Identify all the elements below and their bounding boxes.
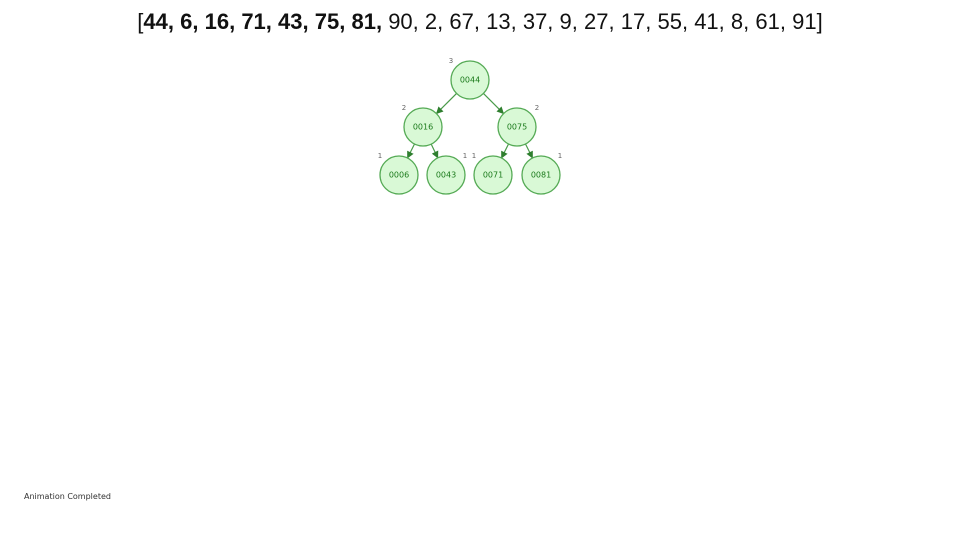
sequence-value-pending: 8, [730, 9, 750, 34]
sequence-value-pending: 9, [559, 9, 578, 34]
sequence-value-pending: 37, [522, 9, 554, 34]
sequence-value-inserted: 16, [204, 9, 236, 34]
tree-node-circle [497, 107, 537, 147]
tree-node: 0016 2 [402, 104, 443, 147]
sequence-value-inserted: 44, [143, 9, 174, 34]
tree-node-value: 0043 [436, 171, 456, 180]
tree-node-circle [379, 155, 419, 195]
sequence-value-inserted: 81, [351, 9, 383, 34]
tree-node-circle [403, 107, 443, 147]
tree-node-height: 2 [402, 104, 406, 112]
tree-node-height: 1 [463, 152, 467, 160]
tree-nodes: 0044 3 0016 2 0075 2 0006 1 0043 1 0071 1 0081 1 [378, 57, 562, 195]
tree-edge [430, 143, 439, 159]
tree-node-circle [450, 60, 490, 100]
sequence-value-inserted: 71, [241, 9, 272, 34]
tree-node-height: 3 [449, 57, 453, 65]
sequence-value-pending: 27, [584, 9, 615, 34]
tree-node-circle [426, 155, 466, 195]
sequence-value-inserted: 43, [278, 9, 309, 34]
tree-node-value: 0071 [483, 171, 503, 180]
tree-edge [406, 143, 416, 159]
tree-node-value: 0081 [531, 171, 551, 180]
sequence-value-pending: 90, [388, 9, 419, 34]
tree-node: 0043 1 [426, 152, 467, 195]
sequence-open-bracket: [ [137, 9, 144, 34]
tree-node: 0006 1 [378, 152, 419, 195]
tree-node-height: 1 [472, 152, 476, 160]
tree-node-value: 0016 [413, 123, 433, 132]
tree-node-value: 0075 [507, 123, 527, 132]
tree-node-height: 2 [535, 104, 539, 112]
tree-edge [500, 143, 510, 159]
tree-node: 0075 2 [497, 104, 539, 147]
tree-edge [435, 93, 457, 115]
tree-node: 0044 3 [449, 57, 490, 100]
insertion-sequence: [44, 6, 16, 71, 43, 75, 81, 90, 2, 67, 1… [0, 9, 960, 35]
tree-node-circle [521, 155, 561, 195]
status-text: Animation Completed [24, 492, 111, 501]
sequence-value-inserted: 75, [314, 9, 346, 34]
tree-node: 0071 1 [472, 152, 513, 195]
tree-node: 0081 1 [521, 152, 562, 195]
tree-edge [483, 93, 505, 115]
tree-node-height: 1 [378, 152, 382, 160]
sequence-close-bracket: ] [816, 9, 823, 34]
tree-edge [524, 143, 534, 159]
sequence-value-pending: 61, [755, 9, 786, 34]
sequence-value-pending: 13, [486, 9, 517, 34]
tree-node-circle [473, 155, 513, 195]
sequence-value-pending: 55, [657, 9, 689, 34]
sequence-value-pending: 41, [694, 9, 725, 34]
sequence-value-pending: 91 [792, 9, 817, 34]
sequence-value-inserted: 6, [180, 9, 199, 34]
tree-node-value: 0006 [389, 171, 409, 180]
sequence-value-pending: 2, [424, 9, 444, 34]
sequence-value-pending: 67, [449, 9, 480, 34]
tree-node-height: 1 [558, 152, 562, 160]
tree-node-value: 0044 [460, 76, 480, 85]
sequence-value-pending: 17, [620, 9, 652, 34]
tree-edges [406, 93, 534, 159]
